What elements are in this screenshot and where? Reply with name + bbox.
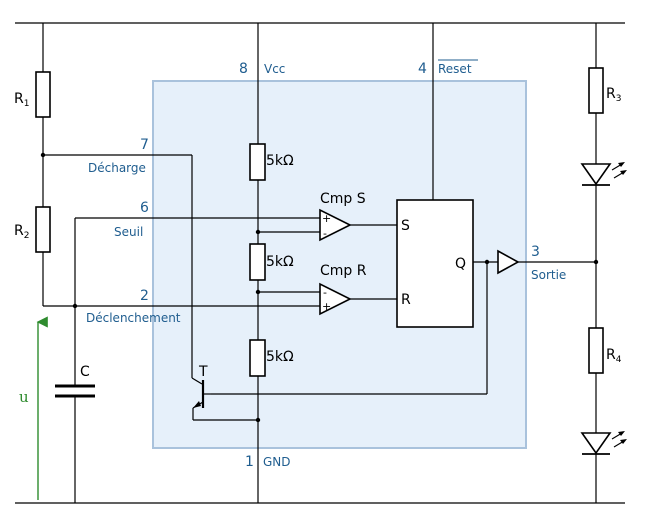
label-div1: 5kΩ (266, 153, 294, 169)
divider-resistor-2 (249, 243, 266, 281)
led-2 (580, 431, 627, 455)
comparator-r (319, 282, 352, 316)
pin-gnd-number: 1 (245, 454, 254, 470)
pin-threshold-label: Seuil (114, 225, 143, 239)
pin-output-label: Sortie (531, 268, 566, 282)
junction-emitter-gnd (255, 417, 261, 423)
resistor-r3 (588, 67, 604, 114)
cmp-s-minus: - (323, 227, 327, 240)
pin-trigger-number: 2 (140, 288, 149, 304)
label-r4: R4 (606, 347, 622, 365)
label-r1: R1 (14, 91, 29, 109)
pin-discharge-label: Décharge (88, 161, 146, 175)
pin-vcc-label: Vcc (264, 62, 285, 76)
output-buffer (497, 249, 520, 275)
resistor-r2 (35, 206, 51, 253)
cmp-r-minus: - (323, 286, 327, 299)
pin-vcc-number: 8 (239, 61, 248, 77)
wire-t-collector (191, 377, 203, 385)
pin-trigger-label: Déclenchement (86, 311, 181, 325)
cmp-r-plus: + (322, 300, 331, 313)
label-r2: R2 (14, 223, 29, 241)
label-c: C (80, 364, 90, 380)
flip-flop (396, 199, 474, 328)
divider-resistor-1 (249, 143, 266, 181)
label-r3: R3 (606, 86, 621, 104)
comparator-s (319, 208, 352, 242)
pin-reset-number: 4 (418, 61, 427, 77)
junction-trigger (72, 303, 78, 309)
label-div2: 5kΩ (266, 254, 294, 270)
ff-s-label: S (401, 218, 410, 234)
led-1 (580, 162, 627, 186)
label-cmp-s: Cmp S (320, 191, 366, 207)
pin-threshold-number: 6 (140, 200, 149, 216)
divider-resistor-3 (249, 339, 266, 377)
cmp-s-plus: + (322, 212, 331, 225)
label-u: u (19, 388, 29, 406)
label-transistor: T (198, 364, 208, 380)
pin-output-number: 3 (531, 244, 540, 260)
resistor-r4 (588, 327, 604, 374)
pin-reset-label: Reset (438, 62, 472, 76)
resistor-r1 (35, 71, 51, 118)
transistor-emitter-arrow (193, 401, 201, 408)
ff-r-label: R (401, 292, 411, 308)
ff-q-label: Q (455, 256, 466, 272)
pin-gnd-label: GND (263, 455, 291, 469)
label-div3: 5kΩ (266, 349, 294, 365)
pin-discharge-number: 7 (140, 137, 149, 153)
label-cmp-r: Cmp R (320, 263, 367, 279)
